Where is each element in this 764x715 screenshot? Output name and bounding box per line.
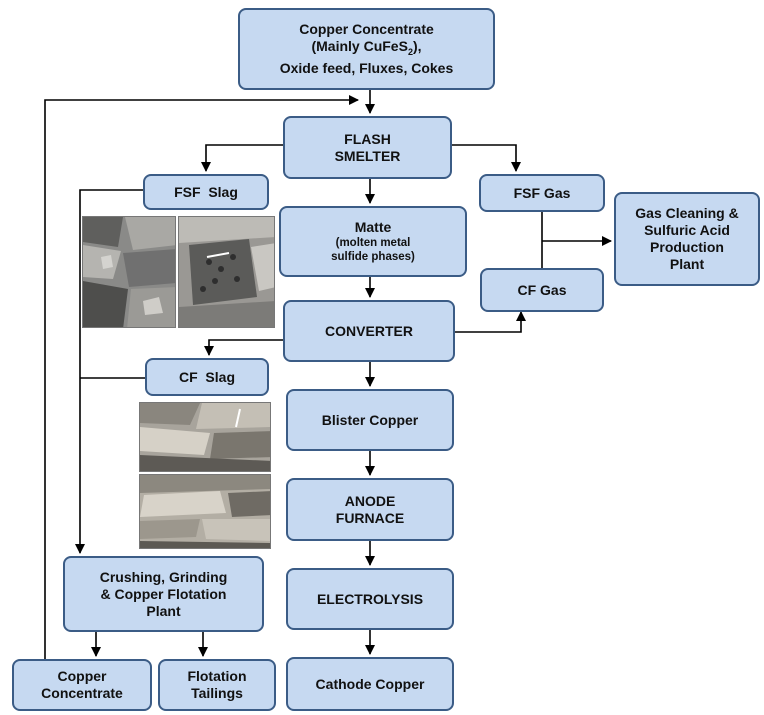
flash-smelter-line-1: FLASH [344,130,391,147]
feed-line-2: (Mainly CuFeS2), [311,37,422,57]
converter-box: CONVERTER [283,300,455,362]
electrolysis-box: ELECTROLYSIS [286,568,454,630]
tailings-line-1: Flotation [187,668,247,684]
fsf-slag-label: FSF Slag [174,183,238,200]
anode-furnace-line-1: ANODE [344,492,396,509]
cf-gas-box: CF Gas [480,268,604,312]
matte-line-1: Matte [354,219,392,235]
matte-box: Matte (molten metal sulfide phases) [279,206,467,277]
crushing-line-2: & Copper Flotation [100,585,227,602]
fsf-slag-photo-1 [82,216,176,328]
fsf-gas-label: FSF Gas [513,184,571,201]
cf-slag-box: CF Slag [145,358,269,396]
matte-line-2: (molten metal [335,237,411,249]
concentrate-out-line-2: Concentrate [41,685,123,701]
fsf-gas-box: FSF Gas [479,174,605,212]
crushing-plant-box: Crushing, Grinding & Copper Flotation Pl… [63,556,264,632]
gas-cleaning-line-2: Sulfuric Acid [644,222,730,238]
arrow-converter-to-cf-gas [455,311,526,333]
blister-copper-label: Blister Copper [321,411,419,428]
concentrate-out-line-1: Copper [57,668,107,684]
converter-label: CONVERTER [325,322,413,339]
copper-concentrate-feed-box: Copper Concentrate (Mainly CuFeS2), Oxid… [238,8,495,90]
anode-furnace-box: ANODE FURNACE [286,478,454,541]
flash-smelter-line-2: SMELTER [334,147,401,164]
gas-cleaning-line-1: Gas Cleaning & [635,205,739,221]
feed-line-3: Oxide feed, Fluxes, Cokes [279,60,454,77]
anode-furnace-line-2: FURNACE [335,509,405,526]
arrow-smelter-to-fsf-slag [201,144,283,172]
arrow-concentrate-recycle [44,95,359,686]
arrow-converter-to-cf-slag [204,339,283,356]
blister-copper-box: Blister Copper [286,389,454,451]
fsf-slag-box: FSF Slag [143,174,269,210]
feed-line-1: Copper Concentrate [299,20,434,37]
crushing-line-1: Crushing, Grinding [99,568,228,585]
gas-cleaning-line-4: Plant [669,256,705,272]
fsf-slag-photo-2 [178,216,275,328]
tailings-line-2: Tailings [191,685,243,701]
electrolysis-label: ELECTROLYSIS [316,590,424,607]
gas-cleaning-box: Gas Cleaning & Sulfuric Acid Production … [614,192,760,286]
gas-cleaning-line-3: Production [650,239,724,255]
cathode-copper-label: Cathode Copper [315,675,425,692]
flash-smelter-box: FLASH SMELTER [283,116,452,179]
cf-slag-photo-2 [139,474,271,549]
flotation-tailings-box: Flotation Tailings [158,659,276,711]
arrow-fsf-slag-to-crushing [75,189,143,554]
cathode-copper-box: Cathode Copper [286,657,454,711]
crushing-line-3: Plant [146,602,181,619]
matte-line-3: sulfide phases) [331,251,415,263]
cf-slag-photo-1 [139,402,271,472]
copper-concentrate-output-box: Copper Concentrate [12,659,152,711]
arrow-smelter-to-fsf-gas [452,144,521,172]
cf-gas-label: CF Gas [517,281,567,298]
cf-slag-label: CF Slag [178,368,235,385]
